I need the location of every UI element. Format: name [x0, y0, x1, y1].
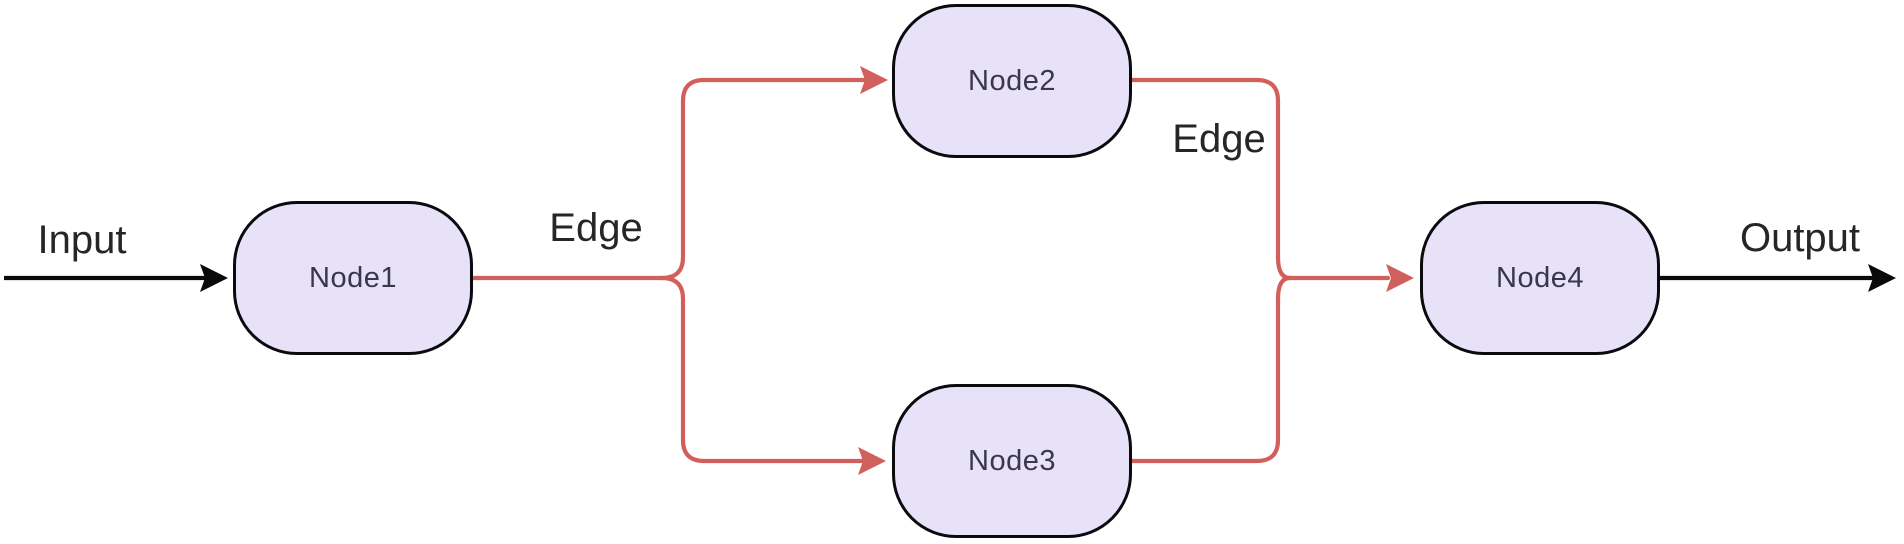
edge-arrowhead-node2-icon [860, 66, 888, 94]
edge-node1-to-node2 [470, 77, 867, 281]
merge-edge-label: Edge [1172, 117, 1266, 161]
output-label: Output [1739, 216, 1861, 260]
node-node4: Node4 [1420, 201, 1660, 355]
node-node1: Node1 [233, 201, 473, 355]
input-arrowhead-icon [200, 264, 228, 292]
node4-label: Node4 [1496, 261, 1584, 294]
edge-node1-to-node3 [659, 275, 865, 464]
input-label: Input [37, 218, 127, 262]
edge-arrowhead-node4-icon [1386, 264, 1414, 292]
fork-edge-label: Edge [549, 206, 643, 250]
node-node2: Node2 [892, 4, 1132, 158]
node2-label: Node2 [968, 64, 1056, 97]
edge-arrowhead-node3-icon [858, 447, 886, 475]
output-arrowhead-icon [1868, 264, 1896, 292]
node1-label: Node1 [309, 261, 397, 294]
edge-node2-to-merge [1129, 77, 1293, 281]
node-node3: Node3 [892, 384, 1132, 538]
node3-label: Node3 [968, 444, 1056, 477]
edge-node3-to-merge [1127, 275, 1293, 464]
